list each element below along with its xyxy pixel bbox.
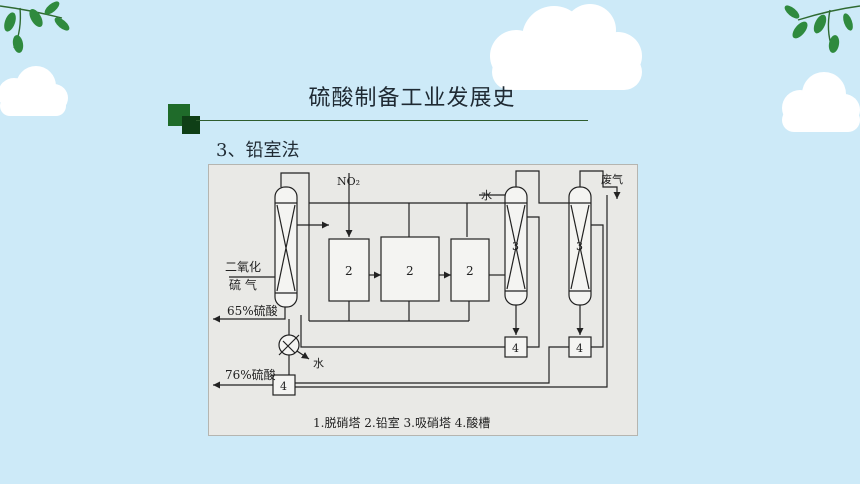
- label-water-cooler: 水: [313, 357, 324, 370]
- tank-2-number: 4: [576, 342, 583, 355]
- lead-chamber-3: [450, 238, 490, 302]
- label-no2: NO₂: [337, 175, 360, 188]
- absorber-2-number: 3: [576, 240, 583, 253]
- cloud-right: [782, 72, 860, 132]
- label-acid-65: 65%硫酸: [227, 303, 278, 318]
- cloud-left: [0, 66, 68, 116]
- section-subtitle: 3、铅室法: [216, 140, 300, 161]
- leaf-decoration-right: [784, 5, 860, 53]
- cloud-top-center: [490, 4, 642, 90]
- label-water-top: 水: [481, 189, 492, 202]
- diagram-legend: 1.脱硝塔 2.铅室 3.吸硝塔 4.酸槽: [313, 415, 490, 430]
- title-underline: [196, 120, 588, 121]
- tank-1-number: 4: [512, 342, 519, 355]
- title-accent-square-dark: [182, 116, 200, 134]
- label-acid-76: 76%硫酸: [225, 367, 276, 382]
- tank-3-number: 4: [280, 380, 287, 393]
- leaf-decoration-left: [0, 1, 70, 53]
- slide-title: 硫酸制备工业发展史: [308, 86, 516, 111]
- label-so2-line2: 硫 气: [229, 277, 257, 292]
- label-waste-gas: 废气: [601, 172, 623, 186]
- label-so2-line1: 二氧化: [225, 260, 261, 274]
- chamber-1-number: 2: [345, 264, 353, 278]
- lead-chamber-process-diagram: NO₂ 水 废气 二氧化 硫 气 65%硫酸 水 76%硫酸 2 2 2 3 3…: [208, 164, 638, 436]
- absorber-1-number: 3: [512, 240, 519, 253]
- chamber-3-number: 2: [466, 264, 474, 278]
- lead-chamber-2: [380, 236, 440, 302]
- chamber-2-number: 2: [406, 264, 414, 278]
